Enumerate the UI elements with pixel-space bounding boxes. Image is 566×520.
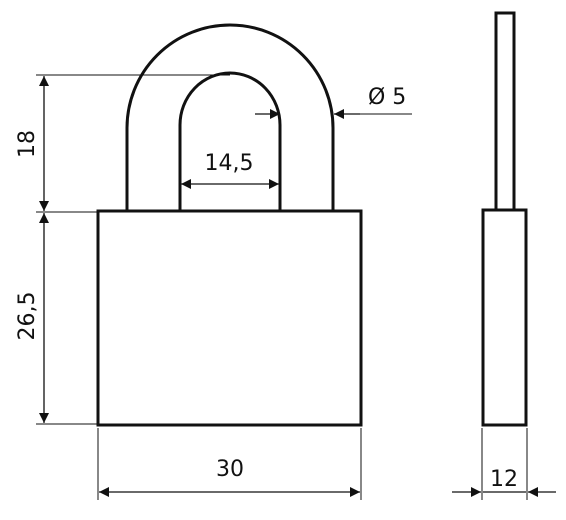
front-view bbox=[96, 23, 363, 427]
label-body-height: 26,5 bbox=[15, 292, 40, 341]
side-view bbox=[481, 11, 528, 427]
extension-lines bbox=[36, 74, 528, 500]
label-body-thickness: 12 bbox=[490, 467, 518, 492]
shackle-outer bbox=[125, 23, 335, 212]
label-body-width: 30 bbox=[216, 457, 244, 482]
side-body bbox=[481, 208, 528, 427]
label-shackle-diameter: Ø 5 bbox=[368, 85, 406, 110]
side-shackle bbox=[494, 11, 516, 212]
padlock-body bbox=[96, 209, 363, 427]
label-shackle-height: 18 bbox=[15, 130, 40, 158]
dimension-lines bbox=[39, 76, 556, 497]
shackle-inner bbox=[178, 71, 282, 212]
label-inner-width: 14,5 bbox=[205, 151, 254, 176]
